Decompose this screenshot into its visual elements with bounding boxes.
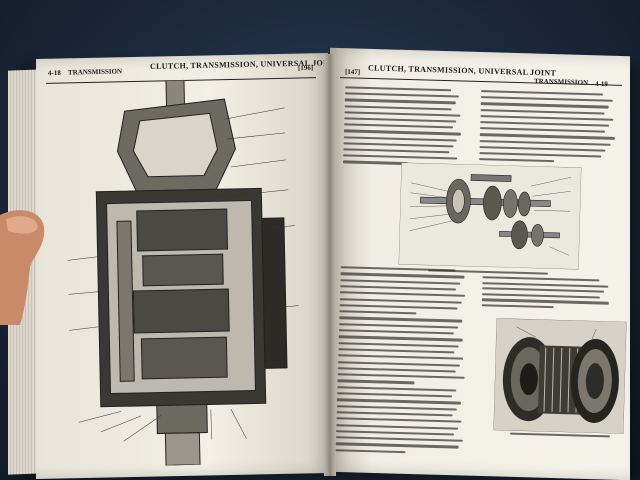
text-line <box>340 285 457 291</box>
text-line <box>344 117 457 123</box>
text-line <box>343 148 450 154</box>
text-line <box>343 135 457 142</box>
text-line <box>338 341 459 348</box>
left-section-title: TRANSMISSION <box>67 67 123 77</box>
text-line <box>344 104 452 111</box>
text-line <box>479 133 615 140</box>
text-line <box>338 348 455 354</box>
text-line <box>336 429 455 436</box>
text-line <box>479 158 555 163</box>
text-line <box>344 92 459 99</box>
transmission-cross-section-illustration <box>67 79 299 466</box>
text-line <box>344 123 454 129</box>
text-line <box>338 335 463 342</box>
text-line <box>339 322 459 329</box>
gear-assembly-figure <box>398 162 582 270</box>
text-line <box>339 291 465 298</box>
text-line <box>480 114 614 121</box>
text-line <box>481 304 554 309</box>
text-line <box>340 278 461 285</box>
right-page-number: 4-19 <box>594 79 608 89</box>
hand-thumb <box>0 210 45 325</box>
text-line <box>479 127 605 134</box>
text-line <box>337 360 460 367</box>
text-line <box>335 436 463 443</box>
right-text-column-bottom-right <box>481 276 613 314</box>
text-line <box>480 121 610 128</box>
right-section-title: TRANSMISSION <box>533 77 589 87</box>
book-gutter <box>324 54 336 476</box>
text-line <box>344 111 461 117</box>
right-bracket-number: [147] <box>344 67 361 77</box>
text-line <box>480 102 609 109</box>
text-line <box>336 411 453 417</box>
right-text-column-top-left <box>342 86 463 169</box>
text-line <box>480 96 613 103</box>
text-line <box>335 448 406 454</box>
text-line <box>337 367 456 373</box>
text-line <box>338 354 464 361</box>
synchronizing-clutch-photo <box>493 318 627 434</box>
left-bracket-number: [196] <box>297 63 314 73</box>
text-line <box>479 152 602 158</box>
text-line <box>337 373 465 380</box>
text-line <box>342 160 409 165</box>
text-line <box>343 142 454 148</box>
text-line <box>336 398 461 405</box>
text-line <box>336 423 459 430</box>
text-line <box>339 316 463 323</box>
text-line <box>344 98 456 105</box>
text-line <box>343 154 458 161</box>
text-line <box>340 272 465 279</box>
text-line <box>480 108 605 115</box>
text-line <box>339 304 458 310</box>
text-line <box>339 310 417 315</box>
text-line <box>335 442 459 449</box>
text-line <box>338 329 454 335</box>
text-line <box>481 298 609 305</box>
right-text-column-top-right <box>479 90 617 169</box>
text-line <box>482 287 605 294</box>
text-line <box>479 139 611 146</box>
text-line <box>336 417 462 424</box>
text-line <box>337 379 415 385</box>
text-line <box>339 297 462 304</box>
text-line <box>343 129 461 136</box>
text-line <box>337 385 457 392</box>
text-line <box>337 392 453 398</box>
text-line <box>479 145 606 152</box>
text-line <box>482 281 609 288</box>
text-line <box>481 292 600 299</box>
right-text-column-bottom-left <box>335 266 468 459</box>
text-line <box>336 404 457 411</box>
left-page-number: 4-18 <box>47 68 61 78</box>
